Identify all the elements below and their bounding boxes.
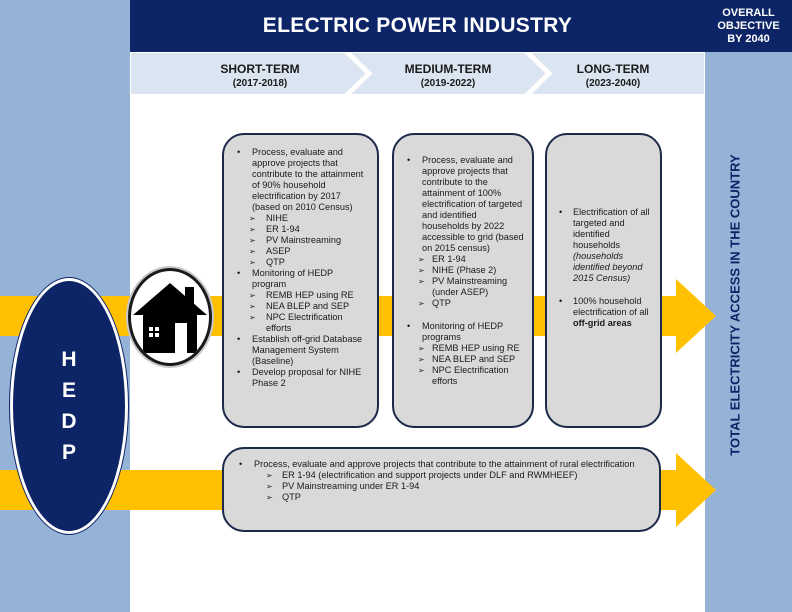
list-item: ASEP — [228, 246, 367, 257]
list-item: PV Mainstreaming — [228, 235, 367, 246]
hedp-letter: E — [61, 379, 76, 402]
page-title: ELECTRIC POWER INDUSTRY — [262, 14, 573, 37]
objective-line-3: BY 2040 — [727, 32, 770, 45]
long-term-bold-note: off-grid areas — [573, 318, 632, 328]
medium-term-chevron — [347, 52, 549, 95]
overall-objective-text: TOTAL ELECTRICITY ACCESS IN THE COUNTRY — [727, 154, 743, 456]
medium-term-box: Process, evaluate and approve projects t… — [392, 133, 534, 428]
list-spacer — [557, 284, 654, 296]
list-item: PV Mainstreaming under ER 1-94 — [230, 481, 649, 492]
list-item: NPC Electrification efforts — [228, 312, 367, 334]
list-item: 100% household electrification of all of… — [557, 296, 654, 329]
list-item: NEA BLEP and SEP — [228, 301, 367, 312]
phase-short-term: SHORT-TERM (2017-2018) — [185, 62, 335, 89]
long-term-text: Electrification of all targeted and iden… — [573, 207, 650, 250]
phase-years: (2019-2022) — [420, 78, 476, 89]
objective-line-2: OBJECTIVE — [717, 19, 780, 32]
list-item: Process, evaluate and approve projects t… — [398, 155, 524, 254]
phase-label: MEDIUM-TERM — [404, 62, 492, 76]
phase-chevrons — [130, 52, 705, 95]
list-item: ER 1-94 — [228, 224, 367, 235]
phase-years: (2017-2018) — [232, 78, 288, 89]
list-item: NIHE (Phase 2) — [398, 265, 524, 276]
rural-electrification-box: Process, evaluate and approve projects t… — [222, 447, 661, 532]
list-item: Establish off-grid Database Management S… — [228, 334, 367, 367]
phase-years: (2023-2040) — [585, 78, 641, 89]
list-item: Monitoring of HEDP programs — [398, 321, 524, 343]
house-oval — [128, 268, 212, 366]
hedp-letter: H — [61, 348, 77, 371]
long-term-box: Electrification of all targeted and iden… — [545, 133, 662, 428]
list-item: NPC Electrification efforts — [398, 365, 524, 387]
phase-timeline: SHORT-TERM (2017-2018) MEDIUM-TERM (2019… — [130, 52, 705, 95]
list-item: NIHE — [228, 213, 367, 224]
long-term-text: 100% household electrification of all — [573, 296, 649, 317]
list-item: Process, evaluate and approve projects t… — [230, 459, 649, 470]
list-item: NEA BLEP and SEP — [398, 354, 524, 365]
short-term-box: Process, evaluate and approve projects t… — [222, 133, 379, 428]
list-item: Electrification of all targeted and iden… — [557, 207, 654, 284]
hedp-letter: P — [61, 441, 76, 464]
list-item: REMB HEP using RE — [398, 343, 524, 354]
list-item: Develop proposal for NIHE Phase 2 — [228, 367, 367, 389]
phase-label: SHORT-TERM — [220, 62, 300, 76]
house-icon — [133, 283, 207, 353]
list-item: Monitoring of HEDP program — [228, 268, 367, 290]
overall-objective-header: OVERALL OBJECTIVE BY 2040 — [705, 0, 792, 52]
list-spacer — [398, 309, 524, 321]
phase-label: LONG-TERM — [576, 62, 650, 76]
list-item: QTP — [398, 298, 524, 309]
short-term-chevron — [130, 52, 369, 95]
right-side-band — [705, 0, 792, 612]
list-item: ER 1-94 (electrification and support pro… — [230, 470, 649, 481]
list-item: REMB HEP using RE — [228, 290, 367, 301]
long-term-chevron — [527, 52, 705, 95]
long-term-italic-note: (households identified beyond 2015 Censu… — [573, 251, 643, 283]
list-item: PV Mainstreaming (under ASEP) — [398, 276, 524, 298]
list-item: QTP — [228, 257, 367, 268]
hedp-oval: H E D P — [10, 278, 128, 534]
phase-long-term: LONG-TERM (2023-2040) — [538, 62, 688, 89]
phase-medium-term: MEDIUM-TERM (2019-2022) — [373, 62, 523, 89]
list-item: Process, evaluate and approve projects t… — [228, 147, 367, 213]
list-item: ER 1-94 — [398, 254, 524, 265]
objective-line-1: OVERALL — [722, 6, 775, 19]
list-item: QTP — [230, 492, 649, 503]
title-bar: ELECTRIC POWER INDUSTRY — [130, 0, 705, 52]
hedp-letter: D — [61, 410, 77, 433]
